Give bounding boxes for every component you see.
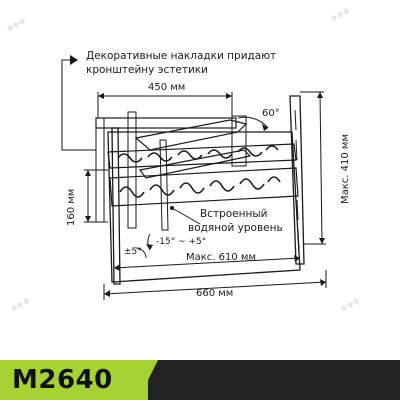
arm-lower bbox=[138, 149, 252, 179]
tv-plate-outline bbox=[107, 131, 301, 283]
wave-pattern-lower bbox=[119, 176, 281, 198]
model-name: M2640 bbox=[12, 365, 113, 395]
dim-410-line bbox=[319, 91, 323, 245]
bracket-drawing bbox=[61, 55, 327, 300]
dim-660-line bbox=[103, 281, 327, 295]
height-160-label: 160 мм bbox=[66, 188, 77, 226]
decorative-note-line2: кронштейну эстетики bbox=[86, 64, 208, 76]
level-label-line2: водяной уровень bbox=[188, 222, 283, 234]
vertical-arm-center bbox=[159, 139, 169, 231]
model-accent bbox=[0, 360, 148, 400]
dim-610-line bbox=[113, 257, 301, 269]
rail-upper bbox=[107, 143, 297, 169]
level-leader bbox=[171, 207, 201, 225]
callout-leader bbox=[61, 59, 96, 151]
level-label-line1: Встроенный bbox=[200, 208, 268, 220]
max-height-410-label: Макс. 410 мм bbox=[340, 133, 351, 204]
arm-upper bbox=[134, 119, 248, 151]
width-660-label: 660 мм bbox=[196, 288, 234, 299]
vertical-arm-right bbox=[289, 95, 305, 265]
rotate-arc bbox=[135, 247, 147, 259]
decorative-note-line1: Декоративные накладки придают bbox=[86, 50, 277, 62]
angle-60-label: 60° bbox=[262, 108, 280, 119]
vertical-arm-left bbox=[111, 127, 121, 285]
width-450-label: 450 мм bbox=[148, 82, 186, 93]
model-dark-band bbox=[148, 360, 400, 400]
rail-lower bbox=[109, 167, 299, 207]
max-width-610-label: Макс. 610 мм bbox=[186, 252, 257, 263]
wave-pattern-upper bbox=[117, 145, 279, 163]
tilt-range-label: -15° ~ +5° bbox=[156, 237, 207, 247]
arm-pivot bbox=[231, 115, 247, 167]
wall-plate-post bbox=[127, 111, 137, 229]
rotate-label: ±5° bbox=[124, 247, 142, 257]
angle-arc bbox=[237, 116, 269, 129]
model-footer: M2640 bbox=[0, 360, 400, 400]
model-slant bbox=[138, 360, 158, 400]
